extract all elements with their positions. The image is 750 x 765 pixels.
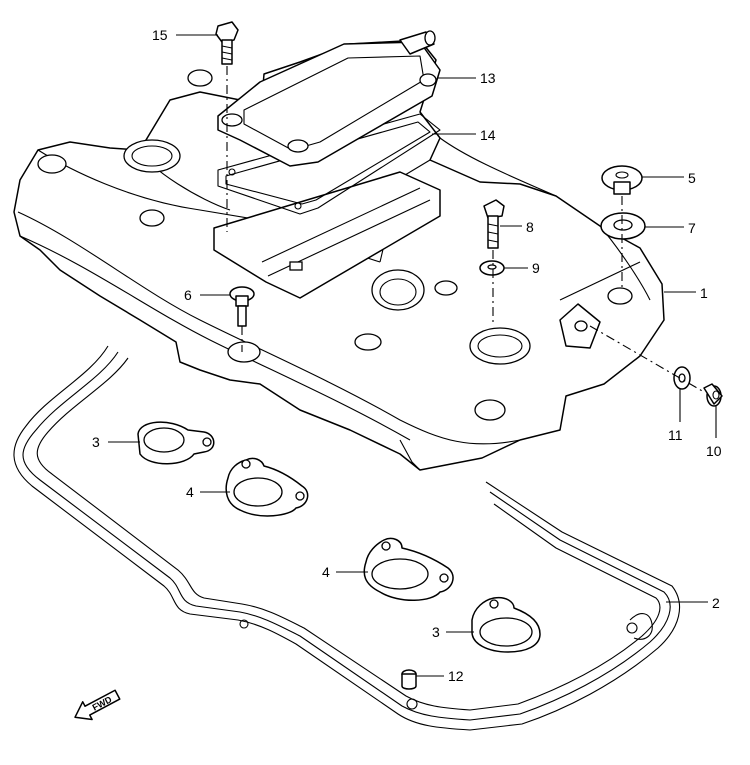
fwd-arrow: FWD: [74, 689, 121, 721]
part-13-breather-cover: [217, 30, 441, 167]
part-15-bolt: [215, 21, 239, 65]
callout-labels: 15 13 14 5 7 8 9 1 6 11 10 3 4 4 2 3 12: [92, 27, 722, 684]
part-2-cover-gasket: [13, 345, 681, 731]
part-3-plug-seal-lower: [471, 596, 541, 653]
fwd-arrow-icon: [74, 689, 121, 721]
callout-5: 5: [688, 170, 696, 186]
callout-4-lower: 4: [322, 564, 330, 580]
part-14-breather-gasket: [217, 113, 441, 215]
callout-7: 7: [688, 220, 696, 236]
part-11-washer: [673, 366, 691, 390]
callout-10: 10: [706, 443, 722, 459]
callout-3-upper: 3: [92, 434, 100, 450]
callout-8: 8: [526, 219, 534, 235]
callout-14: 14: [480, 127, 496, 143]
part-8-bolt: [483, 199, 505, 249]
part-12-dowel: [401, 669, 417, 690]
callout-9: 9: [532, 260, 540, 276]
part-10-screw: [703, 383, 723, 407]
callout-4-upper: 4: [186, 484, 194, 500]
callout-3-lower: 3: [432, 624, 440, 640]
callout-6: 6: [184, 287, 192, 303]
part-5-cap-bolt: [601, 165, 643, 195]
part-4-plug-seal-upper: [225, 457, 309, 517]
assembly-axes: [226, 66, 705, 393]
callout-2: 2: [712, 595, 720, 611]
part-6-bolt: [229, 286, 255, 327]
callout-11: 11: [668, 427, 683, 443]
part-7-seal-washer: [600, 212, 646, 240]
part-1-head-cover: [13, 39, 665, 471]
part-9-washer: [479, 260, 505, 276]
callout-13: 13: [480, 70, 496, 86]
part-4-plug-seal-lower: [363, 537, 454, 601]
leader-lines: [108, 34, 717, 677]
callout-15: 15: [152, 27, 168, 43]
part-3-plug-seal-upper: [137, 421, 215, 465]
callout-1: 1: [700, 285, 708, 301]
callout-12: 12: [448, 668, 464, 684]
